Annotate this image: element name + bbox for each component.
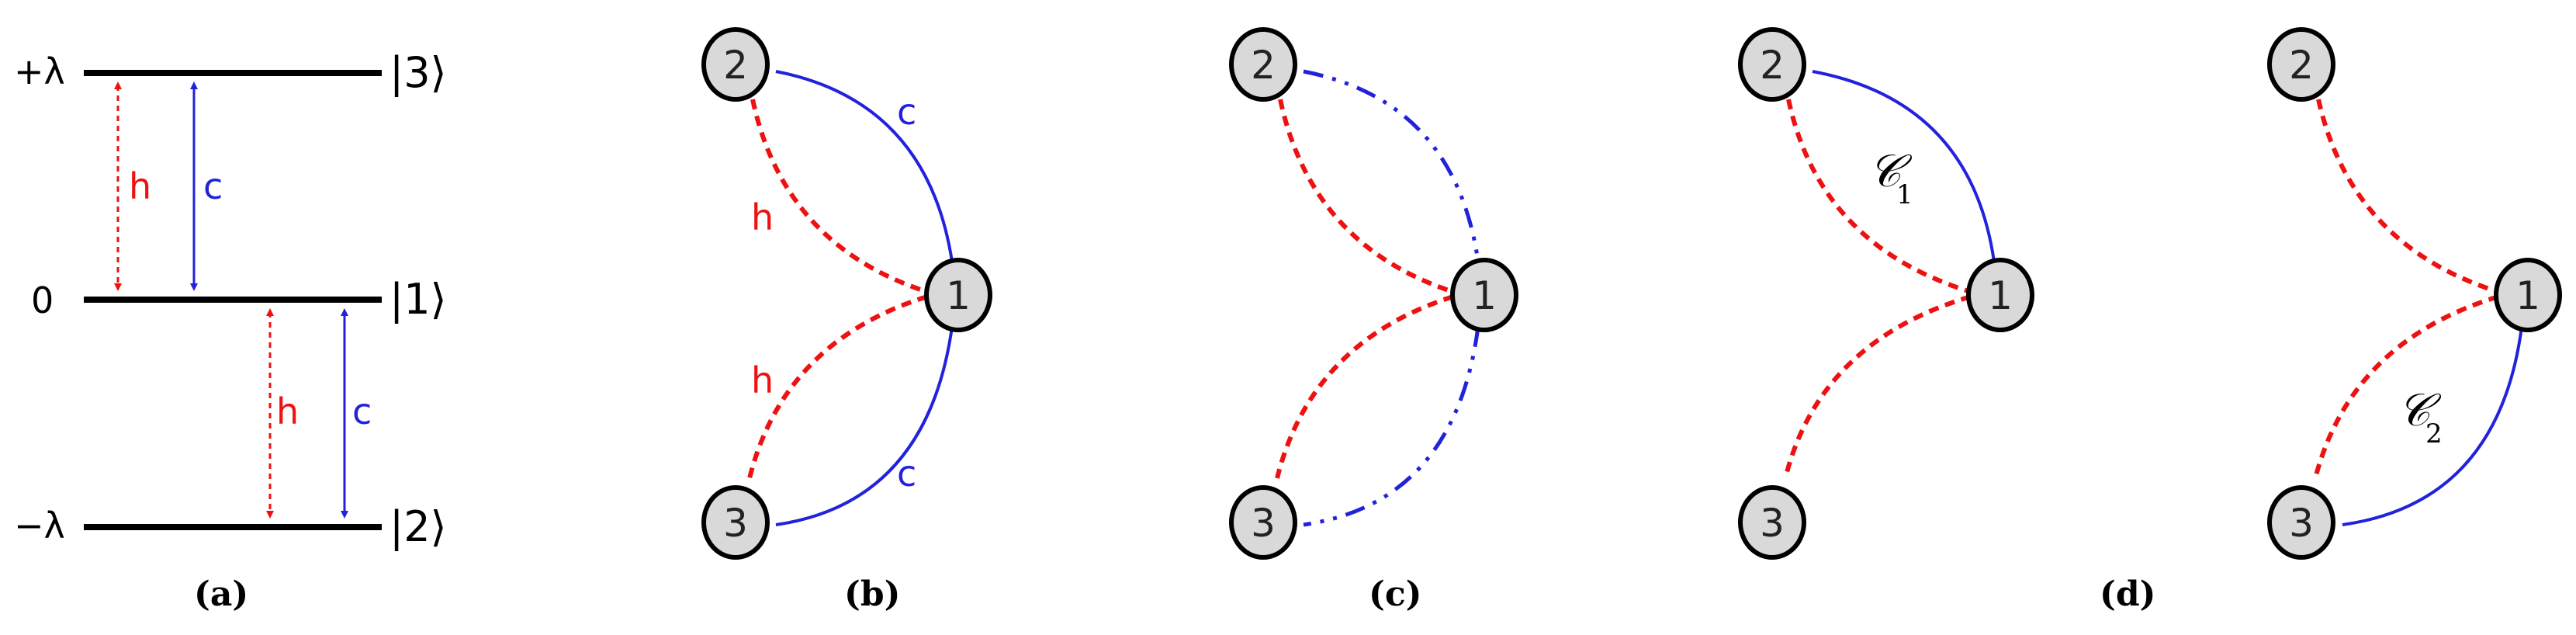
- ket-3-label: |3⟩: [390, 48, 447, 97]
- ket-1-label: |1⟩: [390, 275, 447, 324]
- edge-mixed-2-1: [1303, 69, 1480, 262]
- cold-label-1-3: c: [203, 165, 223, 207]
- panel-b-caption: (b): [844, 574, 900, 614]
- svg-text:1: 1: [2515, 273, 2540, 318]
- edge-hot-1-3: [2313, 294, 2499, 479]
- edge-hot-2-1: [1278, 99, 1454, 294]
- cycle-c1-subscript: 1: [1896, 179, 1913, 210]
- panel-c: 2 1 3 (c): [1229, 27, 1518, 614]
- panel-a: +λ 0 −λ |3⟩ |1⟩ |2⟩ h c h c (a): [14, 48, 447, 614]
- hot-label-1-3: h: [129, 165, 151, 207]
- node-2: 2: [2267, 27, 2335, 102]
- svg-text:1: 1: [1988, 273, 2013, 318]
- edge-cold-1-3: [775, 326, 954, 526]
- edge-hot-2-1: [1786, 99, 1972, 294]
- panel-b: h c h c 2 1 3 (b): [701, 27, 992, 614]
- panel-c-caption: (c): [1369, 574, 1421, 614]
- node-2: 2: [701, 27, 770, 102]
- svg-text:2: 2: [1760, 43, 1785, 88]
- energy-label-zero: 0: [31, 279, 54, 321]
- panel-d-right: 𝒞 2 2 1 3 (d): [2100, 27, 2562, 614]
- svg-text:2: 2: [723, 43, 748, 88]
- energy-label-minus-lambda: −λ: [14, 505, 65, 547]
- panel-d-left: 𝒞 1 2 1 3: [1738, 27, 2034, 560]
- svg-text:3: 3: [1760, 501, 1785, 546]
- hot-label-2-1: h: [276, 390, 299, 432]
- node-1: 1: [2494, 258, 2562, 332]
- edge-hot-1-3: [1783, 294, 1972, 479]
- svg-text:1: 1: [946, 273, 971, 318]
- node-3: 3: [2267, 485, 2335, 560]
- node-1: 1: [1450, 258, 1518, 332]
- node-3: 3: [1738, 485, 1806, 560]
- node-3: 3: [701, 485, 770, 560]
- edge-label-c-upper: c: [897, 91, 916, 133]
- edge-hot-2-1: [2316, 99, 2499, 294]
- node-3: 3: [1229, 485, 1297, 560]
- edge-mixed-1-3: [1303, 326, 1480, 527]
- energy-label-plus-lambda: +λ: [14, 50, 65, 92]
- svg-text:3: 3: [1251, 501, 1276, 546]
- svg-text:2: 2: [2289, 43, 2314, 88]
- panel-d-caption: (d): [2100, 574, 2155, 614]
- node-2: 2: [1738, 27, 1806, 102]
- svg-text:3: 3: [723, 501, 748, 546]
- edge-label-h-upper: h: [751, 196, 774, 238]
- edge-hot-1-3: [747, 294, 928, 479]
- edge-cold-2-1: [775, 70, 954, 262]
- svg-text:1: 1: [1472, 273, 1497, 318]
- cold-label-2-1: c: [352, 390, 372, 432]
- node-2: 2: [1229, 27, 1297, 102]
- svg-text:2: 2: [1251, 43, 1276, 88]
- edge-hot-2-1: [750, 99, 928, 294]
- node-1: 1: [1966, 258, 2034, 332]
- edge-cold-1-3: [2342, 326, 2523, 526]
- edge-hot-1-3: [1275, 294, 1454, 479]
- cycle-c2-subscript: 2: [2425, 418, 2443, 449]
- svg-text:3: 3: [2289, 501, 2314, 546]
- edge-cold-2-1: [1812, 70, 1996, 262]
- edge-label-c-lower: c: [897, 453, 916, 494]
- panel-a-caption: (a): [194, 574, 248, 614]
- node-1: 1: [924, 258, 992, 332]
- ket-2-label: |2⟩: [390, 502, 447, 551]
- edge-label-h-lower: h: [751, 359, 774, 401]
